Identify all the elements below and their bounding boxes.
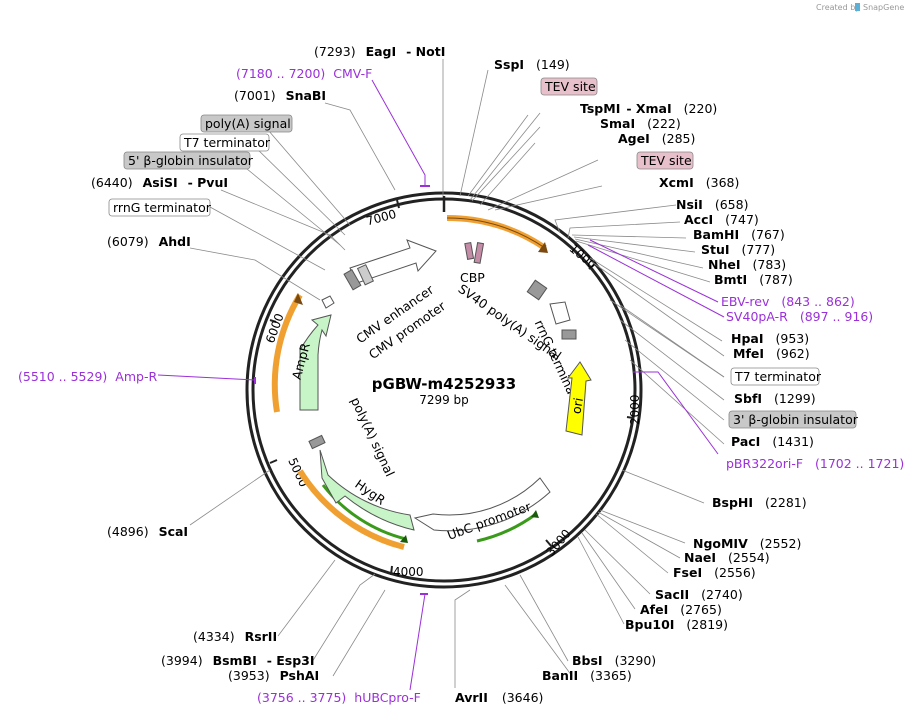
site-banii[interactable]: BanII(3365) (542, 668, 632, 683)
feature-polya-signal[interactable]: poly(A) signal (205, 116, 291, 131)
site-mfei[interactable]: MfeI(962) (733, 346, 810, 361)
polya-marker (308, 434, 326, 450)
site-tspmi[interactable]: TspMI- XmaI(220) (580, 101, 717, 116)
backbone (245, 191, 643, 589)
snapgene-logo-icon (855, 3, 860, 11)
ampr-arrow (299, 314, 332, 411)
feature-tev-site-2[interactable]: TEV site (640, 153, 692, 168)
site-ngomiv[interactable]: NgoMIV(2552) (693, 536, 801, 551)
site-nhei[interactable]: NheI(783) (708, 257, 786, 272)
site-bsphi[interactable]: BspHI(2281) (712, 495, 807, 510)
backbone-features (271, 214, 548, 550)
site-rsrii[interactable]: (4334) RsrII (193, 629, 277, 644)
site-fsei[interactable]: FseI(2556) (673, 565, 756, 580)
site-ahdi[interactable]: (6079) AhdI (107, 234, 191, 249)
primer-ebv-rev[interactable]: EBV-rev(843 .. 862) (721, 294, 855, 309)
site-sacii[interactable]: SacII(2740) (655, 587, 743, 602)
site-nsii[interactable]: NsiI(658) (676, 197, 748, 212)
site-eagi[interactable]: (7293) EagI - NotI (314, 44, 445, 59)
plasmid-name: pGBW-m4252933 (372, 375, 516, 393)
site-smai[interactable]: SmaI(222) (600, 116, 681, 131)
cbp-label: CBP (460, 270, 485, 285)
primer-hubcpro-f[interactable]: (3756 .. 3775)hUBCpro-F (257, 690, 421, 705)
site-afei[interactable]: AfeI(2765) (640, 602, 722, 617)
primer-amp-r[interactable]: (5510 .. 5529)Amp-R (18, 369, 157, 384)
site-stui[interactable]: StuI(777) (701, 242, 775, 257)
backbone-outer (245, 191, 643, 589)
primer-leaders (157, 79, 725, 691)
feature-tev-site-1[interactable]: TEV site (544, 79, 596, 94)
site-acci[interactable]: AccI(747) (684, 212, 759, 227)
site-asisi[interactable]: (6440) AsiSI - PvuI (91, 175, 228, 190)
gray-marker-1 (343, 269, 362, 291)
site-naei[interactable]: NaeI(2554) (684, 550, 770, 565)
credit-text: Created by (816, 3, 860, 12)
site-avrii[interactable]: AvrII (3646) (455, 690, 543, 705)
site-xcmi[interactable]: XcmI(368) (659, 175, 739, 190)
site-bmti[interactable]: BmtI(787) (714, 272, 793, 287)
ubc-promoter-arrow (413, 477, 551, 532)
orange-orf-bottom (297, 469, 405, 550)
tick-2000: 2000 (628, 394, 642, 425)
feature-5-globin-insulator[interactable]: 5' β-globin insulator (128, 153, 254, 168)
site-snabi[interactable]: (7001) SnaBI (234, 88, 326, 103)
site-sspi[interactable]: SspI(149) (494, 57, 570, 72)
sv40-marker (526, 279, 548, 301)
tick-1000: 1000 (567, 241, 599, 271)
site-agei[interactable]: AgeI(285) (618, 131, 695, 146)
feature-rrng-terminator[interactable]: rrnG terminator (113, 200, 212, 215)
rrng-marker (561, 329, 577, 340)
orange-orf-top (446, 214, 547, 251)
primer-pbr322ori-f[interactable]: pBR322ori-F(1702 .. 1721) (726, 456, 904, 471)
primer-cmv-f[interactable]: (7180 .. 7200)CMV-F (236, 66, 372, 81)
polya-label: poly(A) signal (348, 395, 398, 479)
site-bbsi[interactable]: BbsI(3290) (572, 653, 656, 668)
boxed-features: TEV site TEV site poly(A) signal T7 term… (108, 77, 859, 429)
feature-t7-terminator-left[interactable]: T7 terminator (183, 135, 271, 150)
primers: (7180 .. 7200)CMV-F EBV-rev(843 .. 862) … (18, 66, 904, 705)
brand-text: SnapGene (863, 3, 904, 12)
site-leaders (189, 59, 725, 688)
credit: Created by SnapGene (816, 3, 904, 12)
site-bamhi[interactable]: BamHI(767) (693, 227, 785, 242)
site-paci[interactable]: PacI(1431) (731, 434, 814, 449)
site-scai[interactable]: (4896) ScaI (107, 524, 188, 539)
tick-4000: 4000 (393, 565, 424, 579)
site-pshai[interactable]: (3953) PshAI (228, 668, 319, 683)
right-sites: SspI(149) TspMI- XmaI(220) SmaI(222) Age… (494, 57, 816, 683)
ori-label: ori (568, 396, 586, 415)
site-hpai[interactable]: HpaI(953) (731, 331, 809, 346)
site-sbfi[interactable]: SbfI(1299) (734, 391, 816, 406)
small-white-arrow (321, 295, 335, 309)
feature-3-globin-insulator[interactable]: 3' β-globin insulator (733, 412, 859, 427)
cbp-marker-1 (464, 242, 475, 260)
feature-t7-terminator-right[interactable]: T7 terminator (734, 369, 822, 384)
cbp-marker-2 (473, 242, 485, 264)
green-orf-bottom (321, 484, 407, 541)
site-bsmbi[interactable]: (3994) BsmBI - Esp3I (161, 653, 315, 668)
hygr-arrow (319, 449, 415, 531)
plasmid-length: 7299 bp (419, 393, 469, 407)
rrng-arrow (549, 301, 571, 325)
site-bpu10i[interactable]: Bpu10I(2819) (625, 617, 728, 632)
orange-orf-left (271, 293, 303, 413)
gray-marker-2 (356, 264, 374, 286)
ori-arrow (565, 361, 592, 436)
tick-7000: 7000 (365, 207, 398, 228)
left-sites: (7293) EagI - NotI (7001) SnaBI (6440) A… (91, 44, 543, 705)
primer-sv40pa-r[interactable]: SV40pA-R(897 .. 916) (726, 309, 873, 324)
